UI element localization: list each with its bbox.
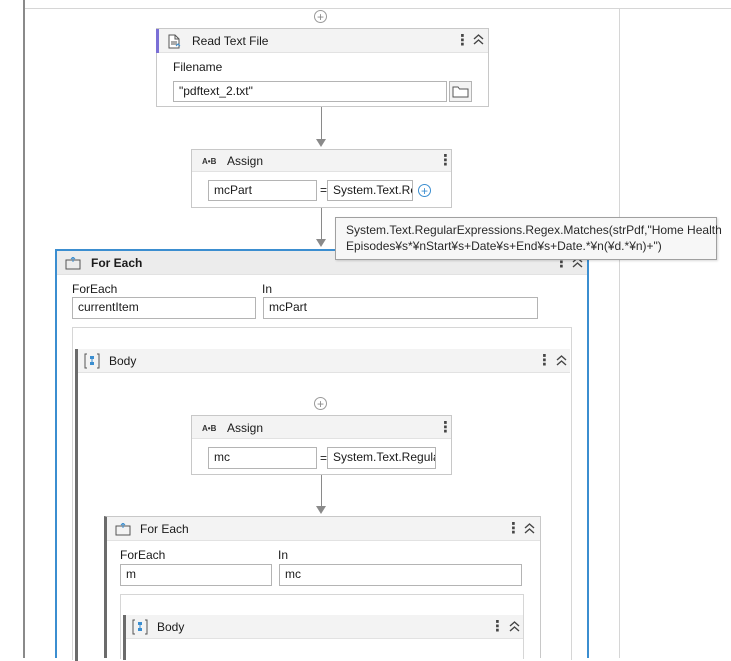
collapse-icon[interactable] xyxy=(524,522,535,537)
more-options-icon[interactable]: ⋮ xyxy=(506,520,521,537)
body-container: Body ⋮ xyxy=(72,327,572,661)
read-text-file-header xyxy=(159,29,488,53)
body-container: Body ⋮ xyxy=(120,594,524,660)
connector-arrow xyxy=(316,139,326,147)
read-text-file-activity[interactable]: Read Text File ⋮ Filename "pdftext_2.txt… xyxy=(156,28,489,107)
for-each-icon xyxy=(115,522,131,539)
connector-arrow xyxy=(316,506,326,514)
assign-activity-2[interactable]: A•B Assign ⋮ mc = System.Text.Regula xyxy=(191,415,453,475)
expression-add-button[interactable]: + xyxy=(418,184,431,197)
assign-value-input[interactable]: System.Text.Regula xyxy=(327,447,436,469)
equals-sign: = xyxy=(320,183,328,197)
top-designer-border xyxy=(25,8,731,9)
more-options-icon[interactable]: ⋮ xyxy=(455,32,470,49)
connector-line xyxy=(321,475,322,507)
assign-icon: A•B xyxy=(202,424,217,433)
body-icon xyxy=(131,619,149,638)
add-activity-button-top[interactable]: + xyxy=(314,10,327,23)
foreach-item-input[interactable]: m xyxy=(120,564,272,586)
folder-icon xyxy=(452,86,469,98)
collapse-icon[interactable] xyxy=(556,354,567,369)
assign-value-input[interactable]: System.Text.Re xyxy=(327,180,413,201)
tooltip-line-1: System.Text.RegularExpressions.Regex.Mat… xyxy=(346,223,722,237)
more-options-icon[interactable]: ⋮ xyxy=(438,152,453,169)
assign-to-input[interactable]: mcPart xyxy=(208,180,317,201)
add-activity-button-body[interactable]: + xyxy=(314,397,327,410)
read-text-file-title: Read Text File xyxy=(192,34,269,48)
connector-line xyxy=(321,208,322,240)
more-options-icon[interactable]: ⋮ xyxy=(490,618,505,635)
body-title: Body xyxy=(157,620,185,634)
assign-title: Assign xyxy=(227,421,264,435)
expression-tooltip: System.Text.RegularExpressions.Regex.Mat… xyxy=(335,217,722,260)
equals-sign: = xyxy=(320,451,328,465)
connector-arrow xyxy=(316,239,326,247)
in-label: In xyxy=(262,282,273,296)
connector-line xyxy=(321,107,322,140)
foreach-item-input[interactable]: currentItem xyxy=(72,297,256,319)
filename-input[interactable]: "pdftext_2.txt" xyxy=(173,81,447,102)
body-header xyxy=(126,615,523,639)
assign-icon: A•B xyxy=(202,157,217,166)
for-each-title: For Each xyxy=(91,256,143,270)
in-collection-input[interactable]: mc xyxy=(279,564,522,586)
for-each-activity-inner[interactable]: For Each ⋮ ForEach m In mc Body ⋮ xyxy=(104,516,541,660)
assign-header xyxy=(192,150,451,172)
assign-title: Assign xyxy=(227,154,264,168)
collapse-icon[interactable] xyxy=(473,33,484,48)
tooltip-line-2: Episodes¥s*¥nStart¥s+Date¥s+End¥s+Date.*… xyxy=(346,239,662,253)
body-title: Body xyxy=(109,354,137,368)
for-each-icon xyxy=(65,256,81,273)
foreach-label: ForEach xyxy=(120,548,166,562)
body-icon xyxy=(83,353,101,372)
read-text-file-accent xyxy=(156,29,159,53)
filename-label: Filename xyxy=(173,60,223,74)
body-sequence[interactable]: Body ⋮ xyxy=(75,349,570,661)
assign-to-input[interactable]: mc xyxy=(208,447,317,469)
collapse-icon[interactable] xyxy=(509,620,520,635)
browse-folder-button[interactable] xyxy=(449,81,472,102)
more-options-icon[interactable]: ⋮ xyxy=(438,419,453,436)
in-label: In xyxy=(278,548,289,562)
document-icon xyxy=(167,34,181,52)
for-each-header xyxy=(107,517,540,541)
for-each-title: For Each xyxy=(140,522,189,536)
body-header xyxy=(78,349,570,373)
assign-header xyxy=(192,416,451,439)
right-designer-border xyxy=(619,8,620,658)
foreach-label: ForEach xyxy=(72,282,118,296)
body-sequence[interactable]: Body ⋮ xyxy=(123,615,523,660)
more-options-icon[interactable]: ⋮ xyxy=(537,352,552,369)
in-collection-input[interactable]: mcPart xyxy=(263,297,538,319)
left-designer-border xyxy=(23,0,25,658)
assign-activity-1[interactable]: A•B Assign ⋮ mcPart = System.Text.Re + xyxy=(191,149,453,208)
